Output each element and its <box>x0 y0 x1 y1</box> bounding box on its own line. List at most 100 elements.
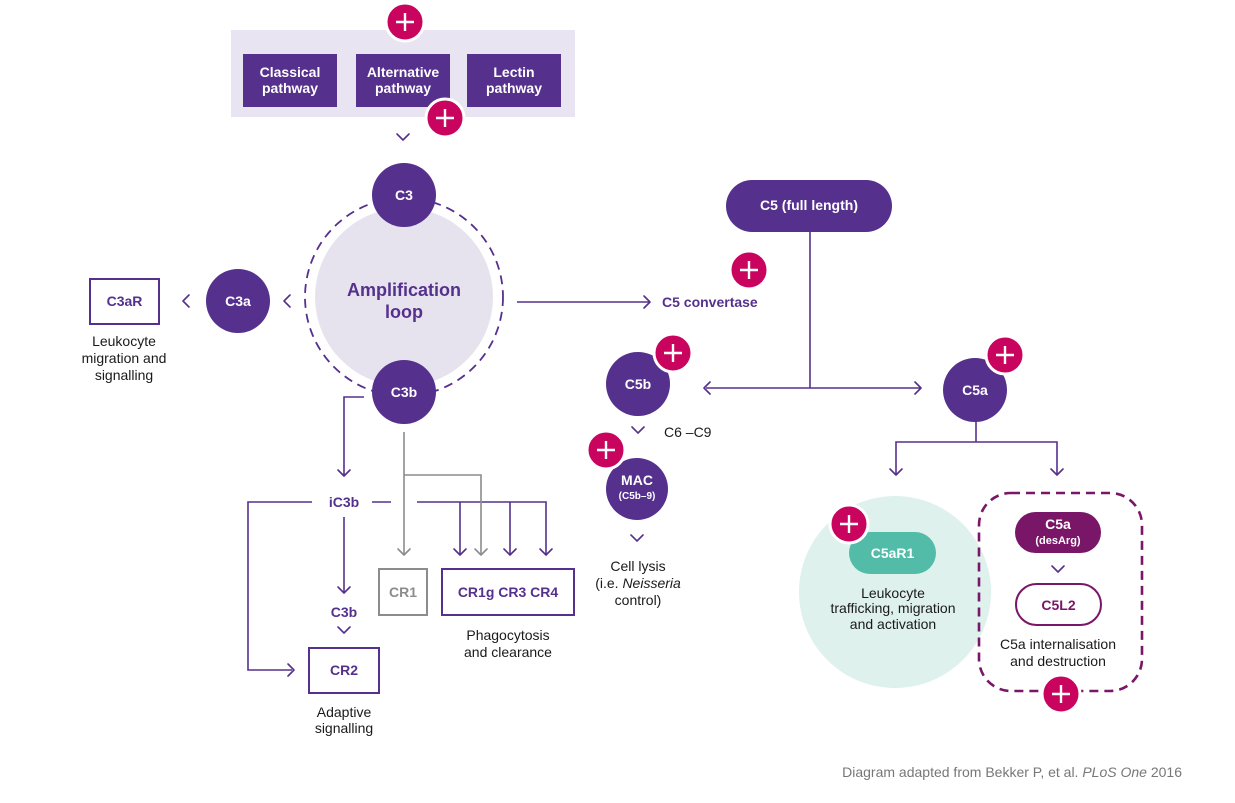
c3a-label: C3a <box>225 293 251 309</box>
chevron-down-icon <box>889 468 903 476</box>
cr2-caption-2: signalling <box>315 720 373 736</box>
chevron-down-icon <box>630 534 644 542</box>
chevron-left-icon <box>283 294 291 308</box>
chevron-left-icon <box>703 381 711 395</box>
pathways-panel: Classical pathway Alternative pathway Le… <box>231 30 575 117</box>
plus-icon <box>384 1 426 43</box>
phagocytosis-caption-1: Phagocytosis <box>466 627 549 643</box>
alternative-pathway-label-2: pathway <box>375 80 431 96</box>
c5ar1-caption-1: Leukocyte <box>861 585 925 601</box>
cr1-box: CR1 <box>378 568 428 616</box>
connector-line <box>895 441 1058 474</box>
c3ar-caption-3: signalling <box>95 367 153 383</box>
cell-lysis-caption-italic: Neisseria <box>622 575 681 591</box>
c5-full-length-node: C5 (full length) <box>726 180 892 232</box>
plus-icon <box>828 503 870 545</box>
source-footnote: Diagram adapted from Bekker P, et al. PL… <box>842 764 1182 780</box>
cr-group-label: CR1g CR3 CR4 <box>458 584 559 600</box>
source-footnote-prefix: Diagram adapted from Bekker P, et al. <box>842 764 1082 780</box>
chevron-down-icon <box>539 548 553 556</box>
chevron-right-icon <box>643 295 651 309</box>
chevron-right-icon <box>914 381 922 395</box>
chevron-down-icon <box>631 426 645 434</box>
c5-convertase-label: C5 convertase <box>662 294 758 310</box>
mac-sub-label: (C5b–9) <box>619 491 656 502</box>
mac-label: MAC <box>621 472 653 488</box>
c5a-node: C5a <box>943 358 1007 422</box>
c3b-node: C3b <box>372 360 436 424</box>
connector-line <box>404 474 482 554</box>
c3a-node: C3a <box>206 269 270 333</box>
plus-icon <box>652 332 694 374</box>
phagocytosis-caption-2: and clearance <box>464 644 552 660</box>
chevron-down-icon <box>337 469 351 477</box>
chevron-down-icon <box>1051 565 1065 573</box>
c5a-label: C5a <box>962 382 988 398</box>
chevron-down-icon <box>396 133 410 141</box>
cell-lysis-caption-3: control) <box>615 592 662 608</box>
connector-line <box>343 396 364 475</box>
c5a-desarg-node: C5a (desArg) <box>1015 512 1101 553</box>
plus-icon <box>1040 673 1082 715</box>
source-footnote-year: 2016 <box>1147 764 1182 780</box>
c3-label: C3 <box>395 187 413 203</box>
c5a-desarg-label: C5a <box>1045 516 1071 532</box>
amplification-loop-circle <box>315 208 493 386</box>
cr-group-box: CR1g CR3 CR4 <box>441 568 575 616</box>
c5ar1-label: C5aR1 <box>871 545 915 561</box>
c5l2-label: C5L2 <box>1041 597 1075 613</box>
ic3b-label: iC3b <box>329 494 359 510</box>
c6-c9-label: C6 –C9 <box>664 424 712 440</box>
classical-pathway-box: Classical pathway <box>243 54 337 107</box>
alternative-pathway-label-1: Alternative <box>367 64 440 80</box>
c5ar1-caption-2: trafficking, migration <box>830 600 955 616</box>
connector-line <box>247 501 312 671</box>
amplification-loop-label-2: loop <box>385 302 423 322</box>
chevron-down-icon <box>1050 468 1064 476</box>
chevron-down-icon <box>397 548 411 556</box>
cell-lysis-caption-1: Cell lysis <box>610 558 665 574</box>
cr2-caption-1: Adaptive <box>317 704 372 720</box>
c3ar-caption-2: migration and <box>82 350 167 366</box>
plus-icon <box>984 334 1026 376</box>
chevron-down-icon <box>453 548 467 556</box>
c3b-label: C3b <box>391 384 417 400</box>
c3ar-caption-1: Leukocyte <box>92 333 156 349</box>
c5l2-node: C5L2 <box>1015 583 1102 626</box>
c5b-label: C5b <box>625 376 651 392</box>
lectin-pathway-box: Lectin pathway <box>467 54 561 107</box>
classical-pathway-label-2: pathway <box>262 80 318 96</box>
plus-icon <box>424 97 466 139</box>
amplification-loop-label-1: Amplification <box>347 280 461 300</box>
chevron-down-icon <box>337 586 351 594</box>
cell-lysis-caption-2: (i.e. Neisseria <box>595 575 681 591</box>
cr1-label: CR1 <box>389 584 417 600</box>
c3-node: C3 <box>372 163 436 227</box>
chevron-down-icon <box>503 548 517 556</box>
chevron-right-icon <box>287 663 295 677</box>
cr2-label: CR2 <box>330 662 358 678</box>
c3b-lower-label: C3b <box>331 604 357 620</box>
chevron-down-icon <box>337 626 351 634</box>
plus-icon <box>585 429 627 471</box>
c3ar-box: C3aR <box>89 278 160 325</box>
chevron-down-icon <box>474 548 488 556</box>
alternative-pathway-box: Alternative pathway <box>356 54 450 107</box>
c5l2-caption-2: and destruction <box>1010 653 1106 669</box>
source-footnote-journal: PLoS One <box>1082 764 1147 780</box>
mac-node: MAC (C5b–9) <box>606 458 668 520</box>
cr2-box: CR2 <box>308 647 380 694</box>
c5b-node: C5b <box>606 352 670 416</box>
c5l2-caption-1: C5a internalisation <box>1000 636 1116 652</box>
chevron-left-icon <box>182 294 190 308</box>
lectin-pathway-label-2: pathway <box>486 80 542 96</box>
plus-icon <box>728 249 770 291</box>
c3ar-label: C3aR <box>107 293 143 309</box>
cell-lysis-caption-prefix: (i.e. <box>595 575 622 591</box>
c5ar1-node: C5aR1 <box>849 532 936 574</box>
c5-full-length-label: C5 (full length) <box>760 197 858 213</box>
lectin-pathway-label-1: Lectin <box>493 64 534 80</box>
classical-pathway-label-1: Classical <box>260 64 321 80</box>
c5a-desarg-sub-label: (desArg) <box>1035 535 1081 547</box>
c5ar1-caption-3: and activation <box>850 616 936 632</box>
